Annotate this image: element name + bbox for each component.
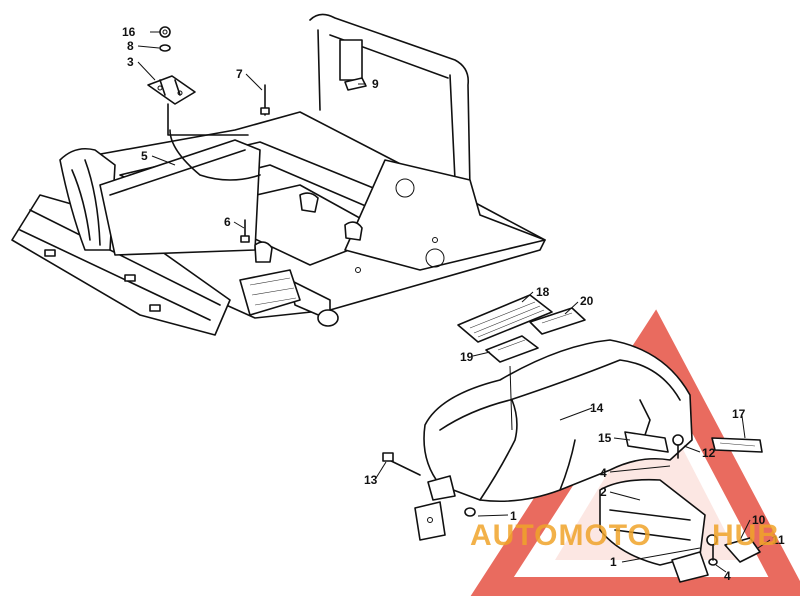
callout-10: 10 (752, 513, 766, 527)
callout-13: 13 (364, 473, 378, 487)
chassis-frame (11, 13, 546, 336)
callout-8: 8 (127, 39, 134, 53)
callout-14: 14 (590, 401, 604, 415)
callout-6: 6 (224, 215, 231, 229)
part-washer-8 (159, 44, 171, 52)
callout-4-upper: 4 (600, 466, 607, 480)
leader-3-line (167, 103, 249, 136)
callout-18: 18 (536, 285, 550, 299)
decal-19 (485, 335, 539, 363)
callout-19: 19 (460, 350, 474, 364)
callout-20: 20 (580, 294, 594, 308)
callout-12: 12 (702, 446, 716, 460)
callout-3: 3 (127, 55, 134, 69)
decal-18 (457, 294, 553, 343)
part-nut-16 (159, 26, 171, 38)
part-screw-6 (240, 219, 250, 243)
watermark-brand-right: HUB (712, 519, 780, 552)
callout-1-left: 1 (510, 509, 517, 523)
callout-7: 7 (236, 67, 243, 81)
watermark-text: AUTOMOTO HUB (470, 519, 780, 552)
decal-20 (529, 307, 586, 335)
part-latch-3 (147, 75, 196, 105)
callout-11: 11 (772, 533, 785, 547)
callout-9: 9 (372, 77, 379, 91)
callout-15: 15 (598, 431, 612, 445)
fender-assembly (382, 294, 763, 583)
part-bolt-7 (260, 84, 270, 116)
callout-5: 5 (141, 149, 148, 163)
callout-1-lower: 1 (610, 555, 617, 569)
callout-labels: 16 8 3 7 9 5 6 18 20 19 14 17 15 12 13 4… (122, 25, 785, 583)
leader-lines (137, 31, 771, 573)
part-plate-9 (344, 77, 367, 91)
callout-4-lower: 4 (724, 569, 731, 583)
watermark-brand-left: AUTOMOTO (470, 519, 652, 552)
callout-17: 17 (732, 407, 746, 421)
callout-16: 16 (122, 25, 136, 39)
callout-2: 2 (600, 485, 607, 499)
